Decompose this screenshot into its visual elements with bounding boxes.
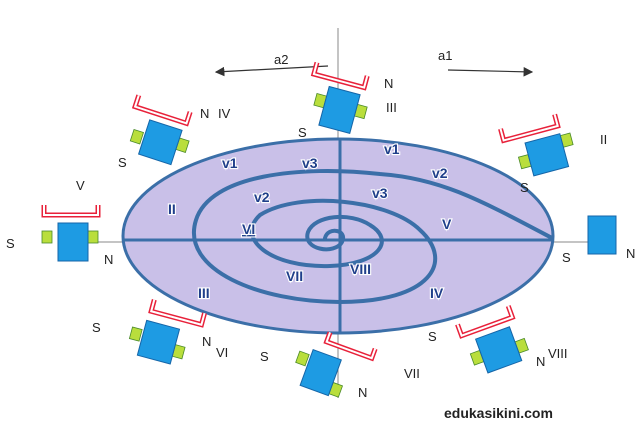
pole-n-vii: N (358, 385, 367, 400)
arrow-a1 (447, 67, 534, 77)
pole-s-viii: S (428, 329, 437, 344)
outer-label-iii: III (386, 100, 397, 115)
inner-label-v3-mid: v3 (372, 185, 388, 201)
label-a2: a2 (274, 52, 288, 67)
inner-label-v1-right: v1 (384, 141, 400, 157)
magnet-unit-ii (498, 113, 574, 177)
pole-s-top: S (298, 125, 307, 140)
pole-n-iv: N (200, 106, 209, 121)
pole-s-v: S (6, 236, 15, 251)
inner-label-vii: VII (286, 268, 303, 284)
inner-label-ii: II (168, 201, 176, 217)
pole-s-ii: S (520, 180, 529, 195)
pole-s-iv: S (118, 155, 127, 170)
watermark: edukasikini.com (444, 405, 553, 421)
label-a1: a1 (438, 48, 452, 63)
inner-label-v2-left: v2 (254, 189, 270, 205)
magnet-unit-vii (295, 331, 378, 398)
magnet-unit-right (587, 215, 617, 255)
pole-s-right: S (562, 250, 571, 265)
inner-label-iii: III (198, 285, 210, 301)
magnet-unit-v (41, 205, 101, 262)
inner-label-v1-left: v1 (222, 155, 238, 171)
pole-s-vii: S (260, 349, 269, 364)
arrow-a2 (214, 65, 329, 77)
outer-label-vii: VII (404, 366, 420, 381)
pole-s-vi: S (92, 320, 101, 335)
inner-label-vi: VI (242, 221, 255, 237)
outer-label-vi: VI (216, 345, 228, 360)
magnet-unit-viii (455, 305, 529, 374)
outer-label-v: V (76, 178, 85, 193)
magnet-unit-iii (310, 61, 370, 135)
magnet-unit-iv (129, 94, 193, 166)
spiral-path (192, 169, 554, 305)
pole-n-v: N (104, 252, 113, 267)
pole-n-vi: N (202, 334, 211, 349)
inner-label-v2-right: v2 (432, 165, 448, 181)
inner-label-iv: IV (430, 285, 444, 301)
outer-label-viii: VIII (548, 346, 568, 361)
inner-label-viii: VIII (350, 261, 371, 277)
inner-label-v3-top: v3 (302, 155, 318, 171)
inner-label-v: V (442, 216, 452, 232)
pole-n-viii: N (536, 354, 545, 369)
magnet-unit-vi (128, 299, 207, 365)
pole-n-right: N (626, 246, 635, 261)
outer-label-iv: IV (218, 106, 231, 121)
outer-label-ii: II (600, 132, 607, 147)
pole-n-iii: N (384, 76, 393, 91)
